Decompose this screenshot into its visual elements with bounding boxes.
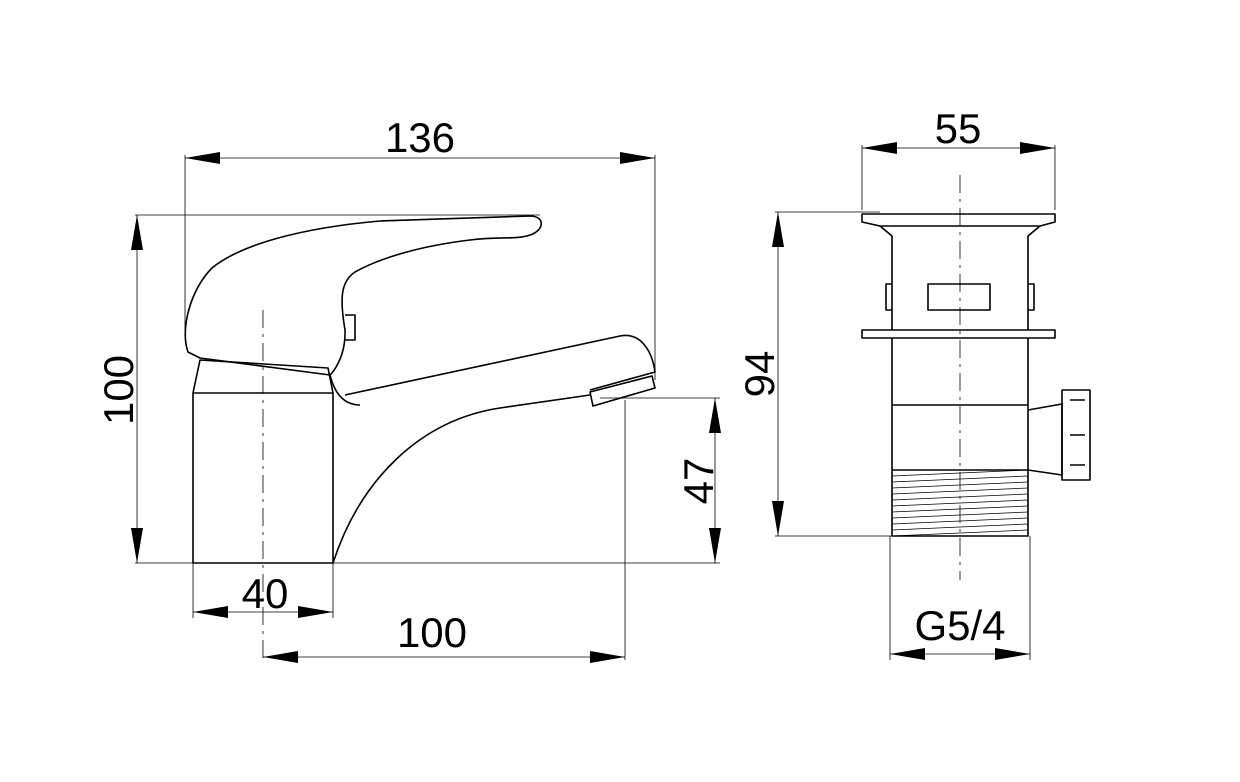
label-overall-height: 100 — [95, 355, 142, 425]
faucet-side-view — [135, 155, 720, 660]
aerator — [589, 375, 656, 407]
dim-spout-reach — [263, 651, 625, 663]
waste-side-view — [775, 145, 1091, 660]
label-overall-width: 136 — [385, 114, 455, 161]
dim-waste-thread — [890, 648, 1030, 660]
faucet-spout — [332, 394, 591, 564]
label-spout-height: 47 — [675, 458, 722, 505]
waste-flange — [861, 329, 1056, 339]
dim-waste-width — [862, 142, 1055, 154]
waste-cap — [861, 213, 1056, 227]
label-waste-width: 55 — [935, 105, 982, 152]
label-waste-thread: G5/4 — [914, 602, 1005, 649]
label-waste-height: 94 — [736, 351, 783, 398]
dim-waste-height — [772, 212, 784, 536]
threaded-tail — [891, 470, 1029, 537]
lever-handle — [184, 215, 543, 376]
dim-overall-width — [185, 152, 655, 164]
label-spout-reach: 100 — [397, 609, 467, 656]
overflow-connector — [1027, 403, 1063, 476]
label-body-width: 40 — [242, 570, 289, 617]
thread-lines — [891, 469, 1029, 537]
dim-body-width — [193, 606, 333, 618]
dim-spout-height — [709, 398, 721, 563]
dim-overall-height — [131, 215, 143, 563]
